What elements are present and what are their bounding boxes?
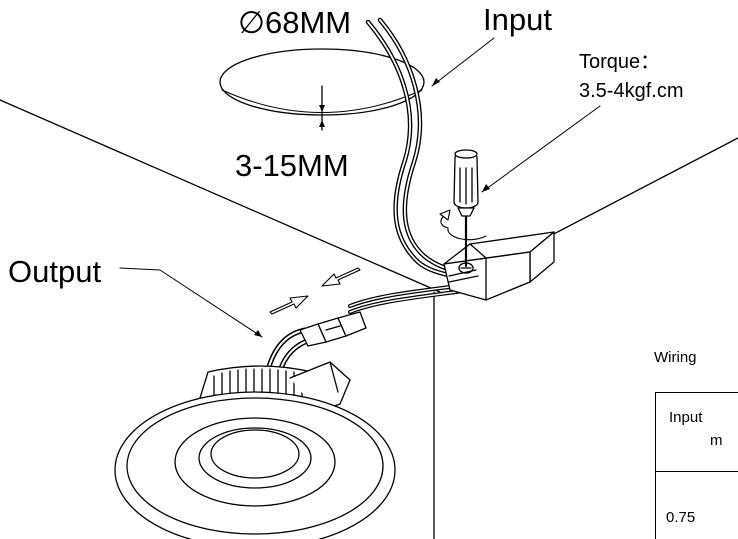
table-header-input: Input [669,409,703,426]
diameter-label: ∅68MM [238,5,352,40]
torque-label: Torque： [579,51,661,73]
screwdriver-icon [453,149,479,268]
downlight [114,361,396,539]
insert-arrows-icon [269,267,361,315]
leader-lines [119,37,601,338]
table-cell-value: 0.75 [666,509,696,526]
thickness-label: 3-15MM [235,148,349,183]
input-label: Input [483,2,552,37]
quick-connector [299,311,367,347]
torque-value: 3.5-4kgf.cm [579,80,684,102]
cutout-hole [219,48,425,131]
driver-box [443,231,555,301]
table-divider [656,471,738,472]
wiring-heading: Wiring [654,349,697,366]
output-label: Output [8,254,102,289]
rotation-arrow-icon [439,209,487,241]
input-cable [365,17,469,281]
wiring-table: Input m 0.75 [655,392,738,539]
table-header-unit: m [710,432,723,449]
